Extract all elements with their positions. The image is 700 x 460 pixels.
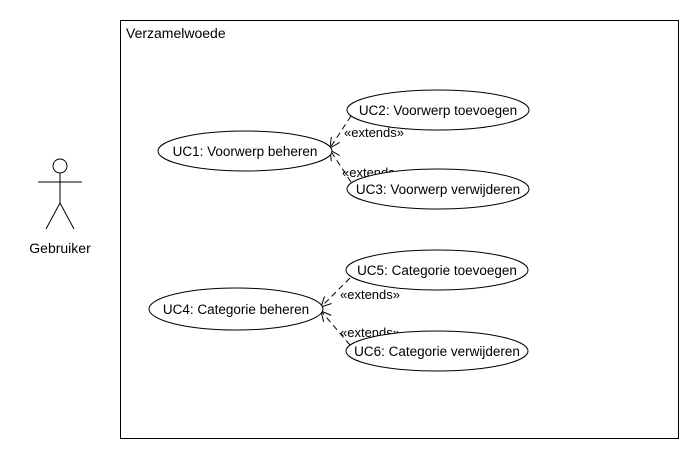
- extend-arrow-uc3-uc1: [330, 150, 352, 183]
- use-case-uc2: [346, 89, 530, 131]
- actor-right-leg: [59, 202, 75, 230]
- use-case-uc4-label: UC4: Categorie beheren: [163, 302, 309, 317]
- actor-head: [52, 158, 68, 174]
- system-boundary: Verzamelwoede: [120, 20, 679, 439]
- extend-label-uc5-uc4: «extends»: [340, 287, 400, 302]
- use-case-uc5: [345, 249, 529, 291]
- use-case-uc1: [157, 130, 333, 172]
- use-case-uc4: [148, 287, 324, 331]
- actor-label: Gebruiker: [29, 240, 91, 256]
- use-case-uc5-label: UC5: Categorie toevoegen: [357, 263, 517, 278]
- use-case-uc2-label: UC2: Voorwerp toevoegen: [359, 103, 517, 118]
- actor-left-leg: [45, 202, 61, 230]
- use-case-uc1-label: UC1: Voorwerp beheren: [173, 144, 318, 159]
- use-case-uc6-label: UC6: Categorie verwijderen: [354, 344, 520, 359]
- use-case-uc6: [345, 330, 529, 372]
- system-boundary-title: Verzamelwoede: [126, 25, 226, 41]
- use-case-uc3: [346, 168, 530, 210]
- extend-label-uc2-uc1: «extends»: [344, 125, 404, 140]
- extend-arrow-uc2-uc1: [330, 115, 352, 148]
- extend-arrow-uc6-uc4: [321, 311, 351, 346]
- extend-arrow-uc5-uc4: [321, 277, 351, 307]
- actor-gebruiker: [38, 158, 82, 230]
- use-case-uc3-label: UC3: Voorwerp verwijderen: [356, 182, 520, 197]
